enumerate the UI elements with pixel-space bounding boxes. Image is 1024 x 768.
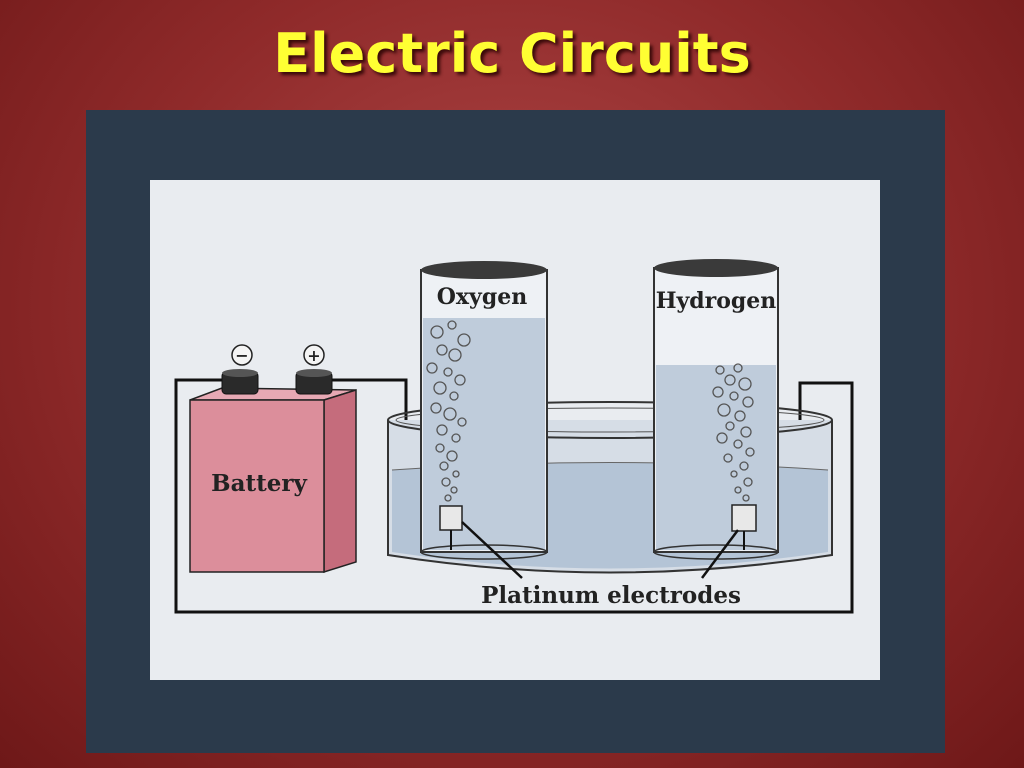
battery-label: Battery (211, 470, 307, 497)
hydrogen-label: Hydrogen (656, 288, 777, 314)
electrolysis-figure: − + Battery Oxygen (150, 180, 880, 680)
negative-terminal-symbol: − (235, 346, 248, 365)
oxygen-tube: Oxygen (420, 261, 548, 560)
slide-title: Electric Circuits (273, 22, 751, 85)
oxygen-electrode (439, 505, 463, 531)
hydrogen-electrode (731, 504, 757, 532)
oxygen-bubbles (426, 320, 471, 502)
battery: − + Battery (189, 344, 357, 574)
oxygen-label: Oxygen (437, 284, 527, 310)
positive-terminal-symbol: + (307, 346, 320, 365)
hydrogen-tube: Hydrogen (653, 259, 779, 560)
electrode-pointers (461, 521, 739, 579)
hydrogen-bubbles (712, 363, 755, 502)
electrodes-label: Platinum electrodes (481, 582, 741, 609)
